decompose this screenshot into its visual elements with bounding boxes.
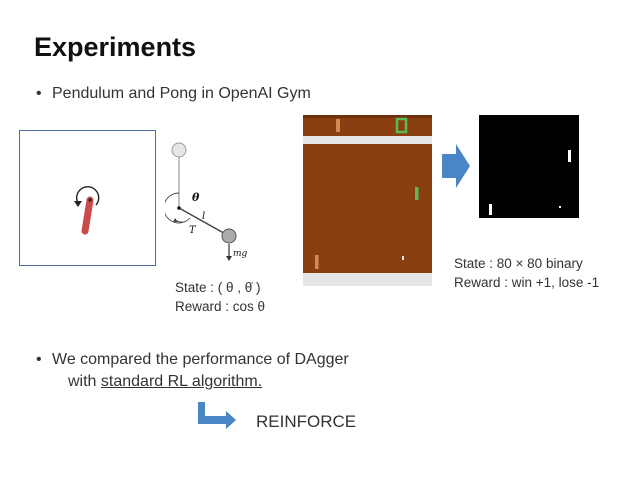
elbow-arrow-icon: [198, 402, 236, 429]
score-left: [336, 119, 340, 132]
theta-label: θ: [192, 191, 200, 204]
mg-label: mg: [233, 249, 248, 259]
pong-top-edge: [303, 115, 432, 118]
elbow-arrow-shape: [198, 402, 236, 429]
pivot-point: [88, 198, 92, 202]
binary-state-screen: [479, 115, 579, 218]
slide-title: Experiments: [34, 32, 197, 62]
bullet-text: Pendulum and Pong in OpenAI Gym: [52, 85, 311, 102]
torque-arc-icon: [75, 186, 100, 206]
reinforce-label: REINFORCE: [256, 412, 357, 431]
pong-top-band: [303, 136, 432, 144]
diagram-pivot: [177, 206, 181, 210]
binary-paddle-left: [489, 204, 492, 215]
pendulum-bob: [221, 228, 237, 244]
pendulum-state-text: State : ( θ , θ̇ ): [175, 280, 261, 295]
bullet-dot: •: [36, 351, 42, 368]
torque-arrow-icon: [173, 218, 178, 222]
binary-ball: [559, 206, 561, 208]
score-right: [395, 117, 408, 134]
arrow-shape: [442, 144, 470, 188]
bullet-dot: •: [36, 85, 42, 102]
binary-paddle-right: [568, 150, 571, 162]
pong-state-text: State : 80 × 80 binary: [454, 256, 583, 271]
pendulum-reward-text: Reward : cos θ: [175, 299, 266, 314]
pong-reward-text: Reward : win +1, lose -1: [454, 275, 600, 290]
paddle-right: [415, 187, 419, 200]
pendulum-render: [19, 130, 156, 266]
pendulum-diagram: θ l T mg: [165, 142, 248, 261]
pendulum-caption: State : ( θ , θ̇ ) Reward : cos θ: [175, 278, 265, 316]
bullet-dagger-line1: We compared the performance of DAgger: [52, 351, 349, 368]
angle-arc: [165, 192, 191, 224]
length-label: l: [202, 211, 205, 222]
right-arrow-icon: [442, 144, 470, 188]
bullet-pendulum-pong: • Pendulum and Pong in OpenAI Gym: [36, 83, 311, 105]
top-ref-circle: [171, 142, 187, 158]
pong-ball: [402, 256, 404, 260]
standard-rl-link: standard RL algorithm.: [100, 373, 263, 390]
pendulum-pole: [81, 196, 94, 235]
torque-label: T: [189, 225, 197, 236]
pong-caption: State : 80 × 80 binary Reward : win +1, …: [454, 254, 599, 292]
pendulum-svg: [74, 186, 100, 235]
binary-background: [479, 115, 579, 218]
pendulum-rod: [178, 207, 230, 237]
pong-screen: [303, 115, 432, 286]
bullet-dagger: • We compared the performance of DAgger w…: [36, 349, 349, 393]
bullet-dagger-prefix: with: [68, 373, 101, 390]
paddle-left: [315, 255, 319, 269]
gravity-arrow-icon: [226, 256, 232, 261]
pong-bottom-band: [303, 273, 432, 286]
torque-arrowhead-icon: [74, 201, 82, 207]
